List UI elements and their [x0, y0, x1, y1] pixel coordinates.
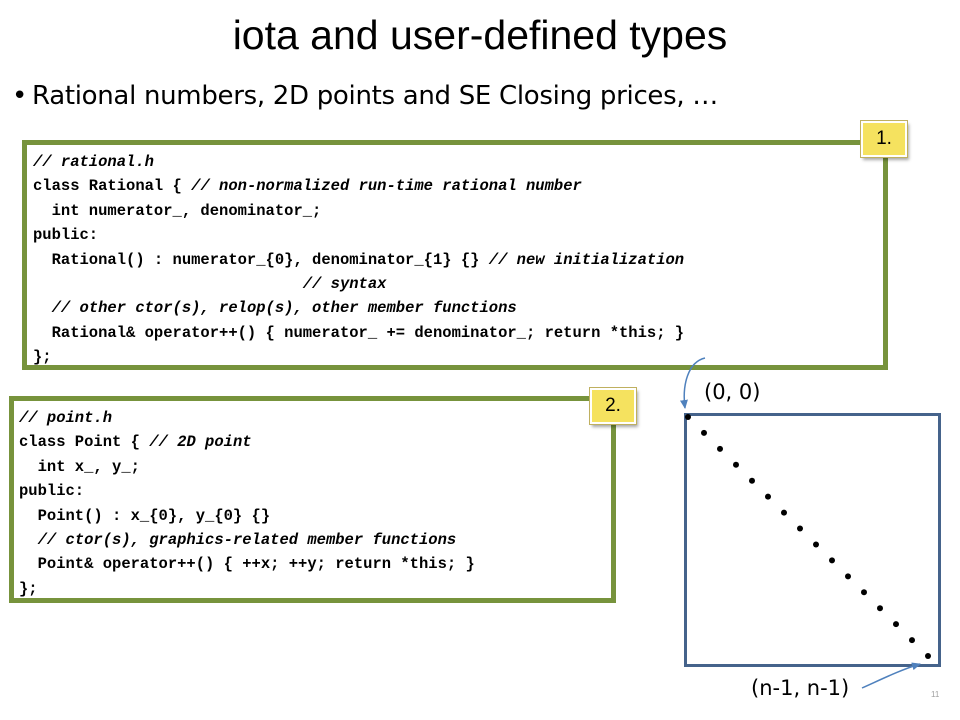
grid-point-dot [893, 621, 899, 628]
code-line: Rational& operator++() { numerator_ += d… [33, 323, 685, 342]
callout-badge-1: 1. [861, 121, 907, 157]
callout-badge-2: 2. [590, 388, 636, 424]
grid-point-dot [909, 637, 915, 644]
code-line: // other ctor(s), relop(s), other member… [51, 299, 517, 318]
code-line: // rational.h [33, 153, 154, 171]
code-line: // syntax [302, 275, 387, 294]
grid-point-dot [685, 414, 691, 420]
point-code-box: // point.h class Point { // 2D point int … [9, 396, 616, 603]
slide-title: iota and user-defined types [232, 12, 728, 58]
code-line: }; [19, 579, 38, 598]
grid-point-dot [765, 493, 771, 500]
page-number: 11 [931, 690, 940, 699]
arrow-to-origin [680, 357, 706, 409]
grid-point-dot [877, 605, 883, 612]
code-line: public: [33, 226, 99, 245]
grid-point-dot [797, 525, 803, 532]
grid-point-dot [861, 589, 867, 596]
point-grid-frame [684, 413, 941, 667]
grid-point-dot [813, 541, 819, 548]
grid-point-dot [733, 461, 739, 468]
code-line: // point.h [19, 409, 113, 427]
code-line: }; [33, 348, 52, 367]
code-line: int numerator_, denominator_; [33, 201, 322, 220]
code-line: int x_, y_; [19, 457, 140, 476]
code-line: class Point { // 2D point [19, 433, 252, 452]
grid-point-dot [925, 653, 931, 659]
bullet-text: Rational numbers, 2D points and SE Closi… [32, 81, 719, 111]
grid-point-dot [829, 557, 835, 564]
code-line: Rational() : numerator_{0}, denominator_… [33, 250, 685, 269]
origin-label: (0, 0) [704, 380, 761, 404]
grid-point-dot [749, 477, 755, 484]
rational-code-box: // rational.h class Rational { // non-nor… [22, 140, 888, 370]
arrow-to-last-point [861, 662, 921, 689]
grid-point-dot [701, 429, 707, 436]
last-point-label: (n-1, n-1) [751, 676, 850, 700]
bullet-point: •Rational numbers, 2D points and SE Clos… [12, 78, 718, 114]
code-line: class Rational { // non-normalized run-t… [33, 177, 582, 196]
code-line: // ctor(s), graphics-related member func… [37, 531, 457, 550]
code-line: public: [19, 482, 85, 501]
code-line: Point() : x_{0}, y_{0} {} [19, 506, 271, 525]
grid-point-dot [845, 573, 851, 580]
grid-point-dot [781, 509, 787, 516]
bullet-marker: • [12, 81, 28, 111]
code-line: Point& operator++() { ++x; ++y; return *… [19, 555, 475, 574]
grid-point-dot [717, 445, 723, 452]
